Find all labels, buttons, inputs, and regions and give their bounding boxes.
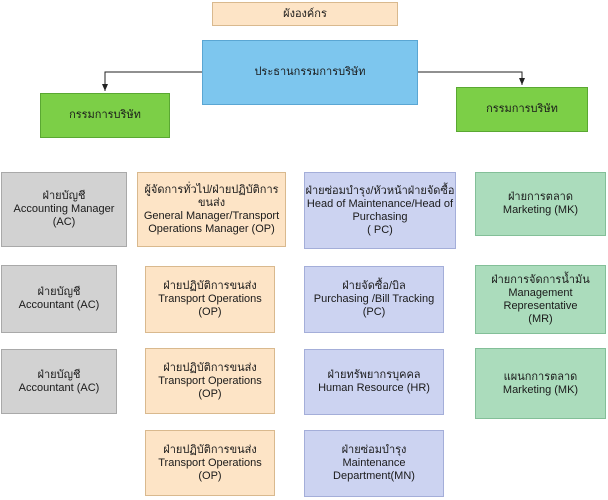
transport-operations-box: ฝ่ายปฏิบัติการขนส่ง Transport Operations… — [145, 430, 275, 496]
connector-right — [418, 71, 525, 85]
connector-left — [102, 71, 202, 91]
management-representative-box: ฝ่ายการจัดการน้ำมัน Management Represent… — [475, 265, 606, 334]
human-resource-box: ฝ่ายทรัพยากรบุคคล Human Resource (HR) — [304, 349, 444, 415]
board-left-box: กรรมการบริษัท — [40, 93, 170, 138]
accounting-manager-box: ฝ่ายบัญชี Accounting Manager (AC) — [1, 172, 127, 247]
transport-operations-box: ฝ่ายปฏิบัติการขนส่ง Transport Operations… — [145, 348, 275, 414]
accountant-box: ฝ่ายบัญชี Accountant (AC) — [1, 265, 117, 333]
board-right-box: กรรมการบริษัท — [456, 87, 588, 132]
head-of-maintenance-box: ฝ่ายซ่อมบำรุง/หัวหน้าฝ่ายจัดซื้อ Head of… — [304, 172, 456, 249]
org-chart-title: ผังองค์กร — [212, 2, 398, 26]
chairman-box: ประธานกรรมการบริษัท — [202, 40, 418, 105]
accountant-box: ฝ่ายบัญชี Accountant (AC) — [1, 349, 117, 414]
transport-operations-box: ฝ่ายปฏิบัติการขนส่ง Transport Operations… — [145, 266, 275, 333]
purchasing-box: ฝ่ายจัดซื้อ/บิล Purchasing /Bill Trackin… — [304, 266, 444, 333]
general-manager-box: ผู้จัดการทั่วไป/ฝ่ายปฏิบัติการขนส่ง Gene… — [137, 172, 286, 247]
marketing-box: ฝ่ายการตลาด Marketing (MK) — [475, 172, 606, 236]
marketing-department-box: แผนกการตลาด Marketing (MK) — [475, 348, 606, 419]
maintenance-department-box: ฝ่ายซ่อมบำรุง Maintenance Department(MN) — [304, 430, 444, 497]
